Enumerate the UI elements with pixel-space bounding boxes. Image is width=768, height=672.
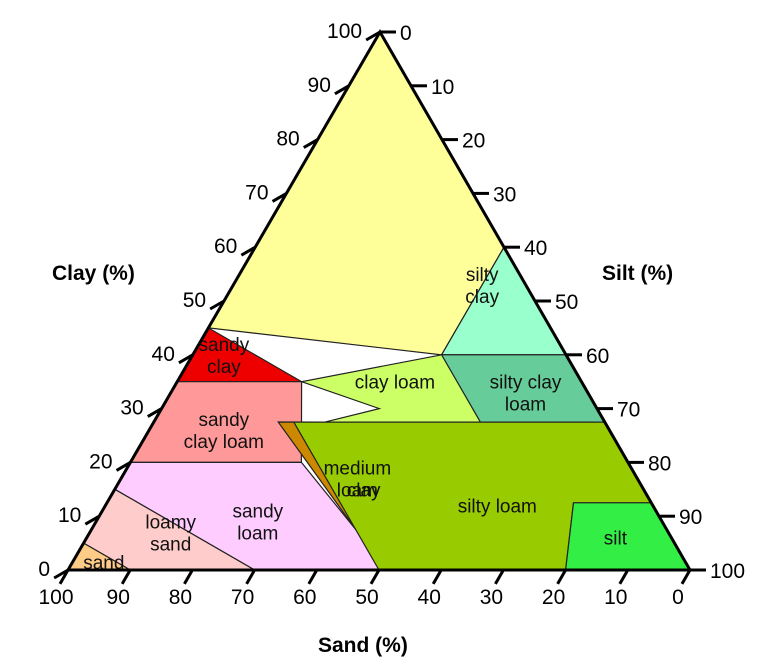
clay-tick bbox=[115, 461, 132, 472]
sand-tick bbox=[120, 569, 132, 585]
clay-tick-label: 50 bbox=[183, 289, 206, 312]
clay-tick bbox=[209, 299, 225, 311]
sand-tick-label: 50 bbox=[355, 586, 378, 609]
clay-tick-label: 20 bbox=[89, 450, 112, 473]
silt-tick-label: 60 bbox=[586, 345, 609, 368]
clay-tick bbox=[178, 353, 194, 365]
sand-tick-label: 30 bbox=[480, 586, 503, 609]
region-label-medium-loam: medium bbox=[324, 459, 392, 480]
clay-tick bbox=[240, 245, 256, 257]
region-label-silty-clay: clay bbox=[465, 287, 499, 308]
sand-tick-label: 40 bbox=[418, 586, 441, 609]
sand-tick-label: 70 bbox=[231, 586, 254, 609]
axis-ticks bbox=[53, 30, 706, 585]
region-label-clay: clay bbox=[347, 480, 381, 501]
region-label-sandy-clay-loam: clay loam bbox=[184, 432, 264, 453]
region-label-silty-clay-loam: loam bbox=[505, 395, 546, 416]
silt-tick-label: 30 bbox=[493, 183, 516, 206]
sand-tick bbox=[183, 569, 194, 585]
silt-tick-label: 50 bbox=[555, 291, 578, 314]
region-label-silt: silt bbox=[604, 529, 628, 550]
sand-tick-label: 100 bbox=[38, 586, 73, 609]
clay-tick-label: 100 bbox=[327, 20, 362, 43]
silt-tick-label: 10 bbox=[431, 76, 454, 99]
sand-tick-label: 10 bbox=[604, 586, 627, 609]
silt-tick-label: 80 bbox=[648, 452, 671, 475]
sand-tick-label: 20 bbox=[542, 586, 565, 609]
region-label-silty-clay-loam: silty clay bbox=[490, 373, 562, 394]
sand-tick bbox=[307, 569, 319, 585]
clay-tick bbox=[365, 30, 381, 42]
clay-tick bbox=[334, 84, 350, 96]
sand-tick-label: 80 bbox=[169, 586, 192, 609]
sand-tick bbox=[58, 569, 70, 585]
clay-tick-label: 10 bbox=[58, 504, 81, 527]
sand-tick bbox=[494, 569, 505, 585]
clay-tick-label: 70 bbox=[245, 181, 268, 204]
region-label-sandy-clay: clay bbox=[207, 357, 241, 378]
sand-tick-label: 60 bbox=[293, 586, 316, 609]
clay-tick-label: 60 bbox=[214, 235, 237, 258]
clay-axis-title: Clay (%) bbox=[52, 262, 135, 285]
region-label-silty-clay: silty bbox=[466, 265, 499, 286]
region-label-sandy-clay-loam: sandy bbox=[198, 410, 249, 431]
silt-tick-label: 90 bbox=[679, 506, 702, 529]
region-label-clay-loam: clay loam bbox=[355, 373, 435, 394]
sand-tick bbox=[680, 569, 692, 585]
silt-tick-label: 40 bbox=[524, 237, 547, 260]
clay-tick-label: 80 bbox=[276, 128, 299, 151]
sand-tick bbox=[369, 569, 381, 585]
clay-tick bbox=[146, 407, 163, 418]
clay-tick-label: 40 bbox=[152, 343, 175, 366]
sand-tick-label: 0 bbox=[672, 586, 684, 609]
silt-tick-label: 100 bbox=[710, 560, 745, 583]
clay-tick-label: 90 bbox=[308, 74, 331, 97]
sand-tick bbox=[556, 569, 567, 585]
clay-tick-label: 0 bbox=[38, 558, 50, 581]
silt-tick-label: 70 bbox=[617, 399, 640, 422]
region-label-sandy-clay: sandy bbox=[199, 335, 250, 356]
clay-tick bbox=[302, 138, 319, 149]
region-label-loamy-sand: sand bbox=[150, 534, 191, 555]
clay-tick bbox=[84, 514, 100, 526]
region-label-sandy-loam: loam bbox=[237, 524, 278, 545]
sand-axis-title: Sand (%) bbox=[318, 634, 408, 657]
sand-tick bbox=[431, 569, 443, 585]
silt-tick-label: 0 bbox=[400, 22, 412, 45]
clay-tick-label: 30 bbox=[120, 397, 143, 420]
region-label-silty-loam: silty loam bbox=[458, 496, 537, 517]
sand-tick-label: 90 bbox=[107, 586, 130, 609]
silt-axis-title: Silt (%) bbox=[602, 262, 673, 285]
region-label-loamy-sand: loamy bbox=[145, 512, 196, 533]
sand-tick bbox=[245, 569, 256, 585]
sand-tick bbox=[618, 569, 630, 585]
silt-tick-label: 20 bbox=[462, 130, 485, 153]
region-label-medium-loam: loam bbox=[337, 481, 378, 502]
clay-tick bbox=[271, 192, 288, 203]
region-label-sandy-loam: sandy bbox=[232, 502, 283, 523]
